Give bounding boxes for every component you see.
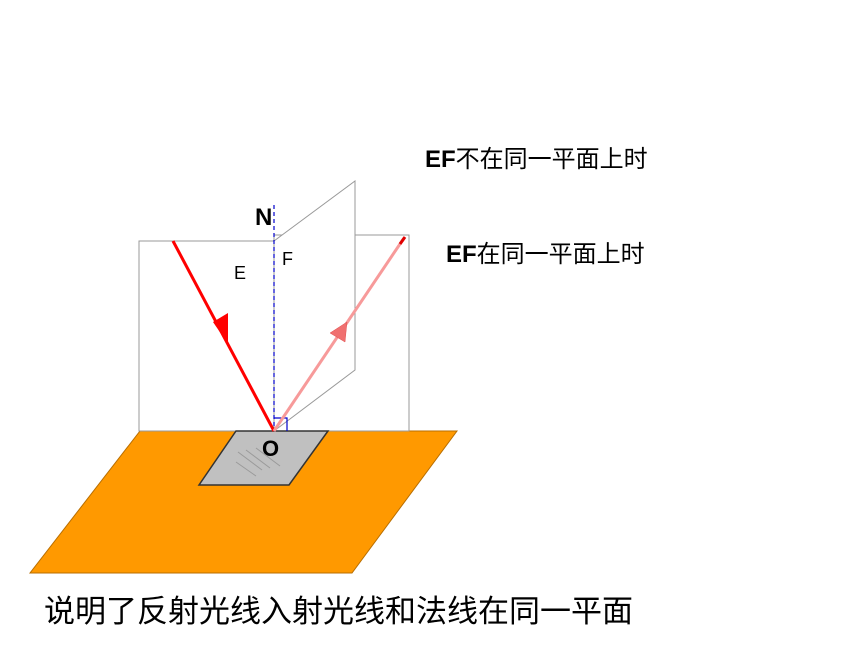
caption-not-same-text: 不在同一平面上时 — [455, 145, 648, 173]
caption-same-prefix: EF — [446, 241, 477, 268]
label-n: N — [255, 204, 272, 231]
label-o: O — [262, 436, 279, 461]
incident-arrow — [213, 313, 228, 344]
label-f: F — [282, 249, 293, 269]
reflected-ray-tip — [398, 236, 407, 245]
caption-same-text: 在同一平面上时 — [476, 240, 645, 268]
caption-not-same-plane: EF不在同一平面上时 — [425, 139, 648, 174]
caption-not-same-prefix: EF — [425, 146, 456, 173]
board-e — [138, 240, 275, 432]
mirror — [197, 430, 330, 486]
conclusion-text: 说明了反射光线入射光线和法线在同一平面 — [44, 594, 633, 630]
mirror-glare — [235, 447, 281, 477]
caption-same-plane: EF在同一平面上时 — [446, 234, 645, 269]
reflected-arrow — [329, 321, 348, 343]
right-angle-marker — [274, 417, 288, 431]
label-e: E — [234, 263, 246, 283]
